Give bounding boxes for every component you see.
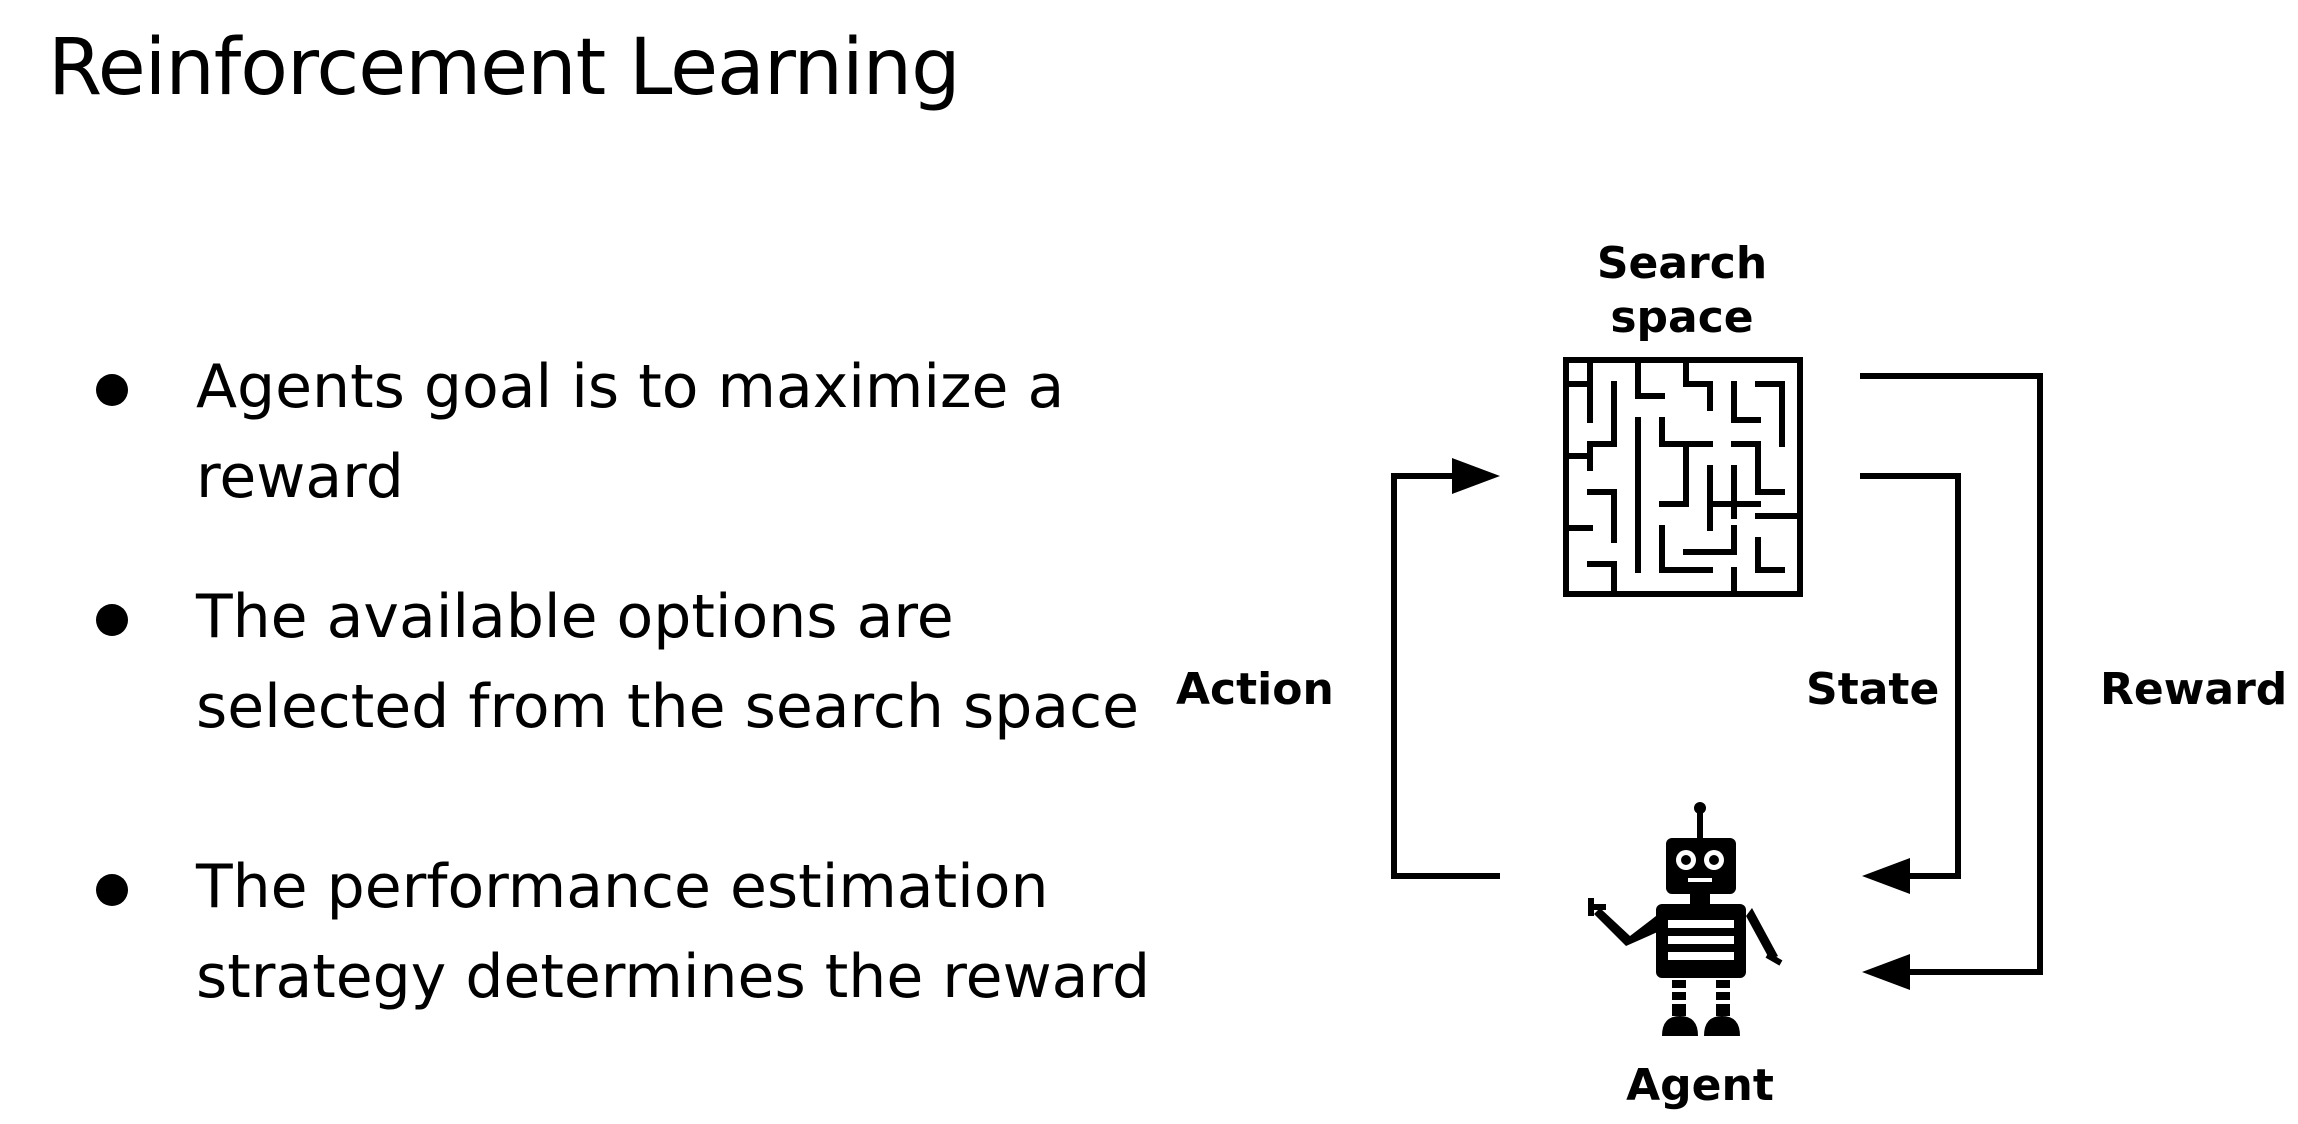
bullet-item-performance: The performance estimation strategy dete… [196,842,1151,1022]
search-space-label-line2: space [1610,292,1753,343]
agent-label: Agent [1626,1060,1774,1111]
bullet-marker [96,374,128,406]
reward-label: Reward [2100,664,2287,715]
action-arrow [1391,458,1500,879]
bullet-line: The performance estimation [196,852,1049,922]
reward-arrow [1860,373,2043,990]
search-space-label: Search [1597,238,1767,289]
bullet-marker [96,874,128,906]
robot-icon [1588,802,1783,1036]
bullet-line: Agents goal is to maximize a [196,352,1065,422]
bullet-marker [96,604,128,636]
bullet-item-options: The available options are selected from … [196,572,1139,752]
action-label: Action [1176,664,1334,715]
maze-icon [1563,357,1803,597]
bullet-line: selected from the search space [196,672,1139,742]
slide-title: Reinforcement Learning [48,23,961,113]
bullet-item-goal: Agents goal is to maximize a reward [196,342,1136,522]
bullet-line: strategy determines the reward [196,942,1151,1012]
state-arrow [1860,473,1961,894]
state-label: State [1806,664,1939,715]
bullet-line: The available options are [196,582,954,652]
bullet-line: reward [196,442,404,512]
